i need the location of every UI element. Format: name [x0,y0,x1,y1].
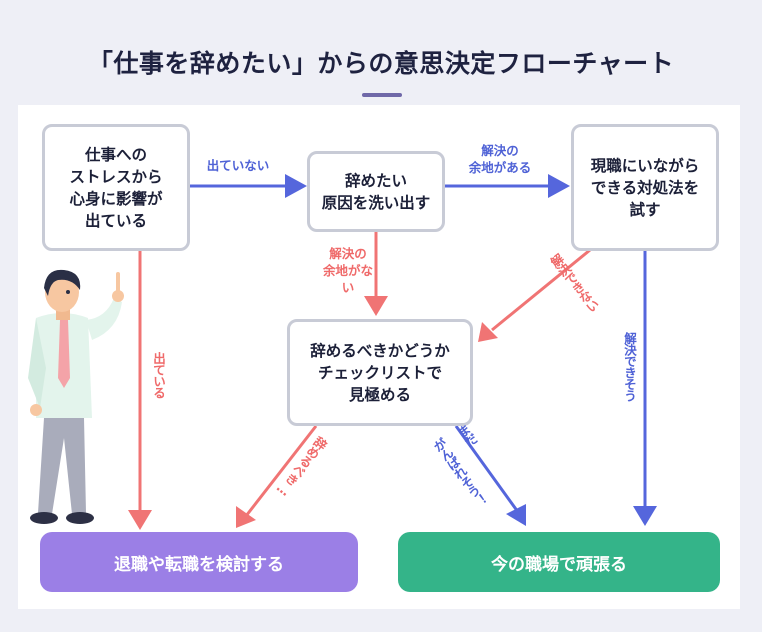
label-solvable: 解決の 余地がある [468,143,532,175]
label-can-solve: 解決できそう [622,332,637,401]
arrow-coping-to-checklist [478,248,591,342]
node-checklist: 辞めるべきかどうか チェックリストで 見極める [287,319,473,426]
arrow-reasons-to-coping [445,174,570,198]
arrow-checklist-to-leave [236,425,318,528]
page-title: 「仕事を辞めたい」からの意思決定フローチャート [87,49,675,78]
title-underline [362,93,402,97]
outcome-leave-button: 退職や転職を検討する [40,532,358,592]
arrow-checklist-to-stay [454,425,526,526]
arrow-reasons-to-checklist [364,232,388,316]
label-no-room: 解決の 余地がない [322,246,373,295]
node-try-coping: 現職にいながら できる対処法を 試す [571,124,719,251]
arrow-coping-to-stay [633,250,657,526]
label-affected: 出ている [151,352,166,398]
outcome-stay-button: 今の職場で頑張る [398,532,720,592]
label-not-affected: 出ていない [206,158,270,173]
arrow-stress-to-leave [128,250,152,530]
businessman-illustration [28,269,124,524]
node-stress: 仕事への ストレスから 心身に影響が 出ている [42,124,190,251]
node-identify-reasons: 辞めたい 原因を洗い出す [307,151,445,232]
arrow-stress-to-reasons [189,174,307,198]
